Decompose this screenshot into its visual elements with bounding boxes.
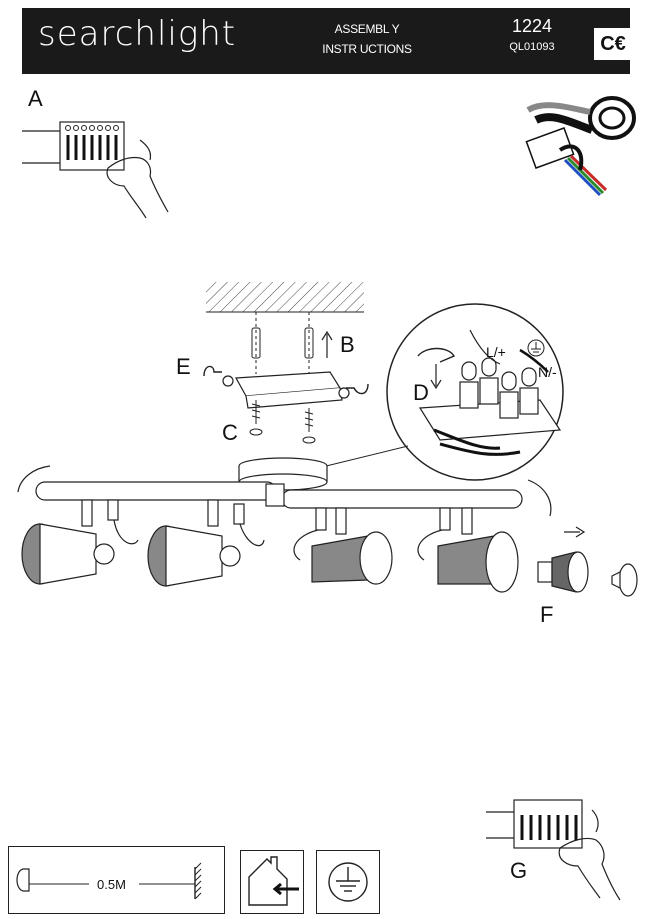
- model-number: 1224: [511, 16, 553, 36]
- step-label-f: F: [540, 602, 554, 627]
- swivel-arrow-icon: [527, 479, 552, 517]
- wall-plug-icon: [251, 312, 314, 390]
- step-label-e: E: [176, 354, 191, 379]
- step-label-a: A: [28, 86, 43, 111]
- neutral-wire-label: N/-: [538, 364, 557, 380]
- step-label-c: C: [222, 420, 238, 445]
- step-label-b: B: [340, 332, 355, 357]
- live-wire-label: L/+: [486, 344, 506, 360]
- arrow-down-icon: [430, 364, 442, 390]
- rotate-arrow-icon: [417, 347, 456, 363]
- terminal-block-icon: [418, 329, 562, 456]
- lamp-icon: [147, 499, 265, 587]
- hand-icon: [558, 809, 621, 901]
- rotate-arrow-icon: [203, 365, 222, 377]
- safety-distance-box: 0.5M: [8, 846, 225, 914]
- spotlight-bar-icon: [35, 481, 523, 509]
- mounting-bracket-icon: [222, 371, 350, 409]
- lamp-icon: [417, 507, 519, 593]
- earth-icon: [316, 850, 380, 914]
- earth-icon: [527, 339, 545, 357]
- swivel-arrow-icon: [17, 465, 51, 493]
- rotate-arrow-icon: [346, 383, 369, 395]
- safety-distance-label: 0.5M: [93, 877, 130, 892]
- lamp-icon: [21, 499, 139, 585]
- hand-icon: [106, 139, 169, 219]
- step-label-d: D: [413, 380, 429, 405]
- terminal-block-icon: [22, 121, 125, 171]
- arrow-up-icon: [321, 330, 333, 358]
- indoor-use-icon: [240, 850, 304, 914]
- ceiling-icon: [206, 282, 364, 312]
- lamp-icon: [293, 507, 393, 585]
- screw-icon: [249, 400, 316, 444]
- header-bar: searchlight ASSEMBL Y INSTR UCTIONS 1224…: [22, 8, 632, 74]
- wire-connector-icon: [525, 96, 636, 197]
- brand-logo: searchlight: [38, 14, 237, 54]
- step-label-g: G: [510, 858, 528, 883]
- document-title-line1: ASSEMBL Y: [334, 22, 400, 36]
- document-title-line2: INSTR UCTIONS: [322, 42, 412, 56]
- ce-mark-icon: C€: [594, 28, 632, 60]
- terminal-block-icon: [486, 799, 583, 849]
- product-code: QL01093: [509, 41, 555, 53]
- bulb-icon: [537, 526, 638, 597]
- lamp-distance-icon: [16, 862, 202, 900]
